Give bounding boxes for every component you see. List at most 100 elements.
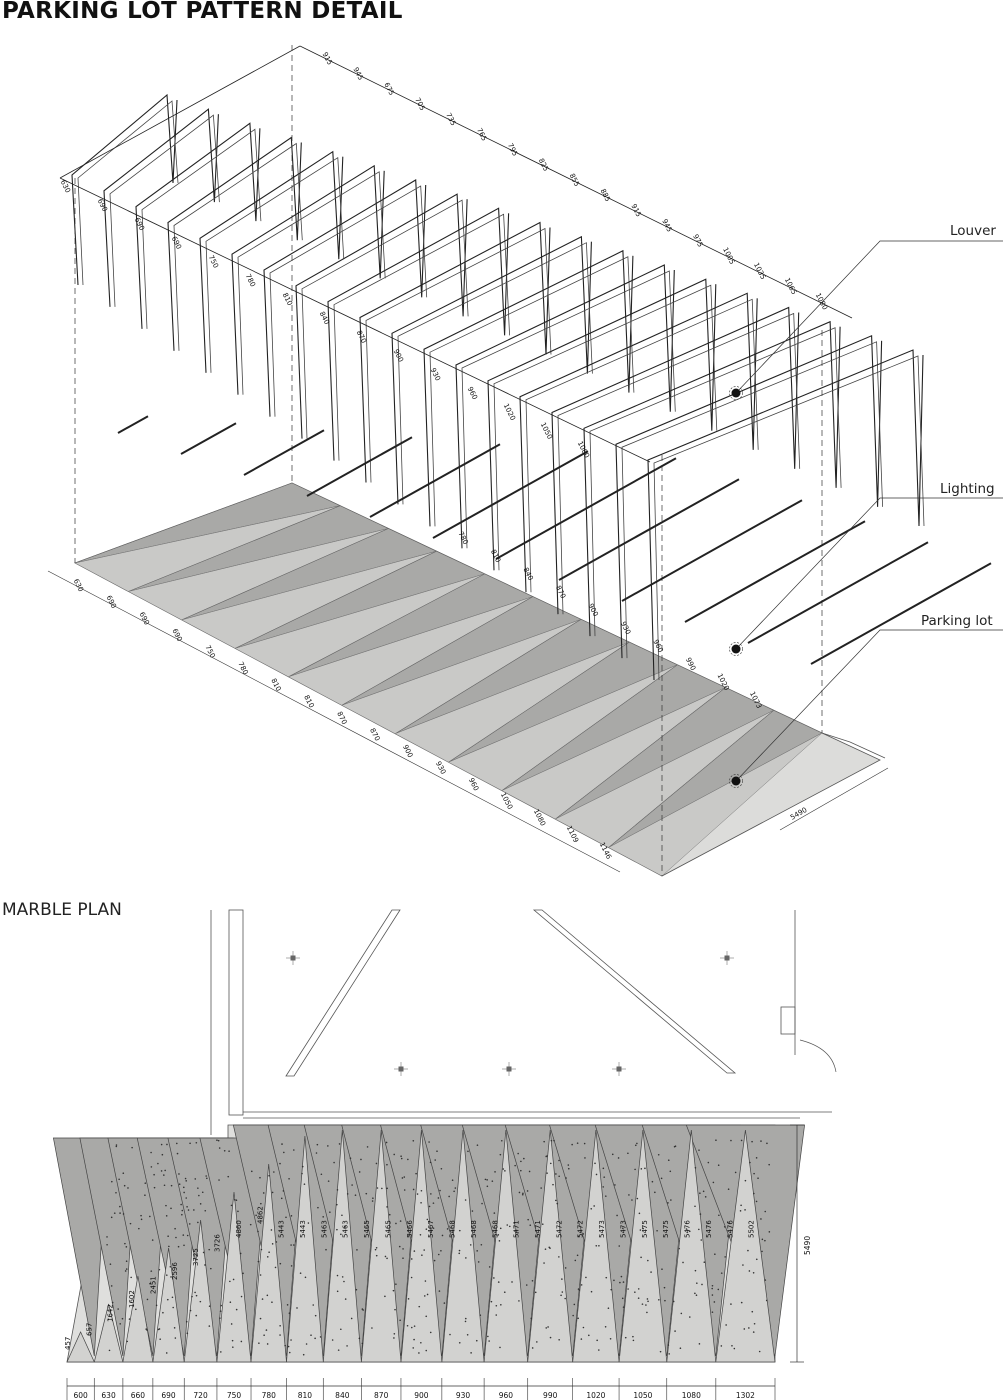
marble-speckle: [711, 1287, 713, 1290]
marble-strip-label: 5463: [320, 1220, 328, 1238]
marble-speckle: [499, 1346, 501, 1349]
marble-speckle: [590, 1290, 593, 1293]
marble-speckle: [402, 1248, 404, 1250]
marble-speckle: [536, 1341, 538, 1343]
marble-speckle: [216, 1139, 218, 1141]
plan-bottom-dim-label: 870: [374, 1391, 389, 1400]
marble-speckle: [495, 1314, 498, 1316]
marble-speckle: [565, 1177, 567, 1179]
marble-speckle: [632, 1339, 635, 1342]
plan-bottom-dim-label: 690: [161, 1391, 176, 1400]
marble-speckle: [258, 1342, 260, 1344]
marble-speckle: [659, 1350, 662, 1353]
marble-speckle: [128, 1318, 131, 1320]
marble-speckle: [439, 1189, 441, 1192]
marble-speckle: [622, 1281, 625, 1283]
marble-light-triangle: [361, 1129, 402, 1363]
marble-speckle: [622, 1227, 624, 1230]
marble-speckle: [185, 1197, 188, 1199]
marble-speckle: [320, 1173, 323, 1176]
marble-speckle: [560, 1294, 562, 1297]
marble-speckle: [546, 1172, 548, 1174]
marble-speckle: [150, 1270, 153, 1272]
marble-speckle: [329, 1211, 331, 1213]
marble-speckle: [195, 1314, 198, 1317]
marble-speckle: [130, 1276, 132, 1279]
marble-speckle: [467, 1150, 469, 1153]
marble-speckle: [602, 1186, 605, 1188]
marble-speckle: [493, 1212, 496, 1214]
marble-speckle: [637, 1288, 640, 1290]
louver-side-dim-label: 870: [355, 329, 368, 345]
louver-side-dim-label: 1050: [539, 421, 554, 441]
marble-speckle: [346, 1345, 348, 1347]
marble-speckle: [464, 1317, 467, 1320]
marble-speckle: [178, 1183, 181, 1185]
marble-speckle: [113, 1212, 116, 1214]
marble-speckle: [410, 1326, 413, 1329]
marble-speckle: [223, 1149, 226, 1152]
marble-speckle: [138, 1227, 140, 1230]
marble-speckle: [401, 1177, 404, 1179]
marble-speckle: [219, 1310, 222, 1312]
marble-speckle: [322, 1216, 324, 1218]
marble-speckle: [424, 1280, 427, 1282]
marble-speckle: [172, 1306, 174, 1309]
marble-speckle: [598, 1244, 600, 1247]
plan-door-arc: [799, 1039, 837, 1073]
marble-speckle: [660, 1177, 663, 1180]
marble-speckle: [257, 1230, 259, 1233]
marble-speckle: [412, 1188, 415, 1191]
marble-speckle: [523, 1157, 525, 1160]
lot-dim-label: 810: [269, 677, 282, 693]
marble-speckle: [230, 1204, 233, 1207]
marble-speckle: [403, 1189, 406, 1191]
marble-strip-label: 5463: [342, 1220, 350, 1238]
marble-speckle: [146, 1298, 149, 1301]
marble-light-triangle: [527, 1129, 574, 1363]
marble-speckle: [366, 1146, 369, 1148]
marble-speckle: [596, 1339, 598, 1342]
marble-speckle: [266, 1294, 269, 1297]
marble-light-triangle: [400, 1129, 443, 1363]
marble-speckle: [744, 1179, 747, 1182]
louver-top-dim-label: 825: [537, 157, 550, 173]
marble-speckle: [119, 1205, 121, 1208]
louver-frame: [167, 136, 302, 351]
marble-speckle: [490, 1300, 493, 1303]
marble-speckle: [181, 1209, 184, 1212]
marble-speckle: [127, 1187, 129, 1189]
marble-light-triangle: [250, 1163, 287, 1363]
louver-side-dim-label: 810: [281, 292, 294, 308]
marble-speckle: [494, 1171, 496, 1173]
marble-speckle: [561, 1278, 563, 1280]
marble-speckle: [144, 1194, 146, 1197]
marble-speckle: [661, 1268, 663, 1270]
marble-speckle: [471, 1210, 474, 1212]
marble-speckle: [667, 1159, 670, 1162]
marble-speckle: [227, 1175, 230, 1178]
louver-top-dim-label: 765: [475, 127, 488, 143]
light-strip: [621, 499, 803, 602]
marble-speckle: [314, 1314, 317, 1317]
marble-speckle: [624, 1336, 627, 1339]
lot-dim-line: [47, 570, 621, 873]
marble-speckle: [140, 1214, 142, 1217]
louver-frame: [519, 292, 758, 593]
marble-speckle: [484, 1178, 487, 1181]
marble-speckle: [354, 1194, 357, 1196]
marble-strip-label: 5476: [684, 1220, 692, 1238]
marble-speckle: [296, 1307, 298, 1309]
marble-speckle: [111, 1180, 113, 1183]
marble-speckle: [257, 1260, 260, 1263]
marble-speckle: [453, 1190, 455, 1193]
marble-speckle: [280, 1197, 283, 1200]
marble-speckle: [208, 1305, 211, 1307]
marble-speckle: [188, 1223, 191, 1225]
marble-speckle: [259, 1176, 261, 1179]
marble-speckle: [429, 1331, 432, 1334]
marble-speckle: [752, 1271, 755, 1274]
louver-side-dim-label: 780: [244, 273, 257, 289]
marble-speckle: [432, 1227, 435, 1229]
marble-strip-label: 5468: [491, 1220, 499, 1238]
